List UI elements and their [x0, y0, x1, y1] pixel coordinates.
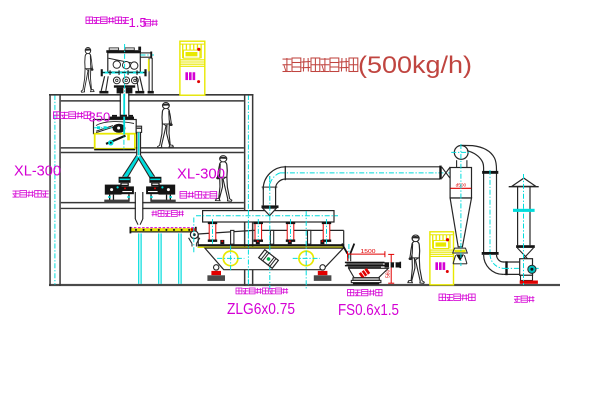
svg-text:560: 560 [386, 269, 392, 278]
svg-text:350: 350 [89, 110, 111, 125]
svg-text:(500kg/h): (500kg/h) [358, 52, 472, 79]
svg-text:ZLG6x0.75: ZLG6x0.75 [227, 301, 295, 318]
svg-text:1500: 1500 [361, 249, 376, 255]
svg-text:FS0.6x1.5: FS0.6x1.5 [338, 302, 399, 319]
svg-text:1.5: 1.5 [129, 15, 147, 30]
svg-text:XL-300: XL-300 [14, 164, 61, 180]
svg-text:XL-300: XL-300 [177, 167, 225, 183]
